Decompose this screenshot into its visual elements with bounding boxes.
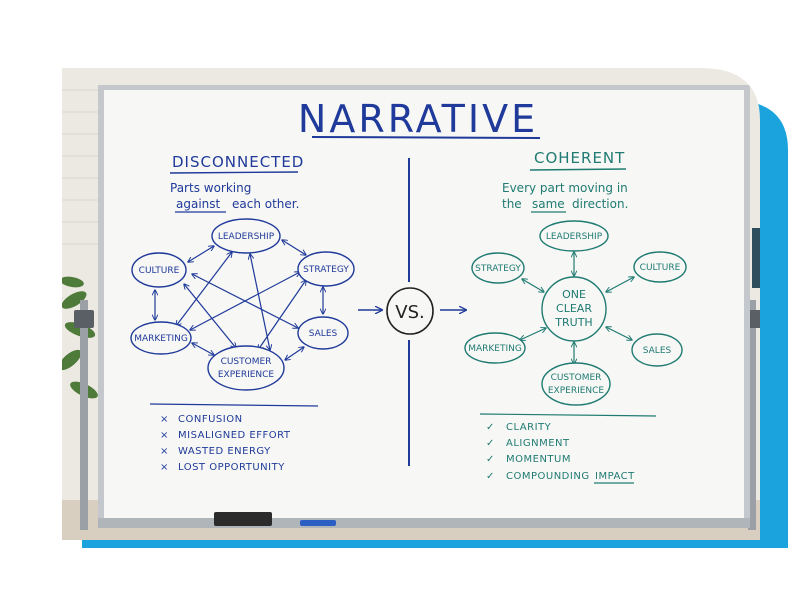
arrow-truth-culture	[606, 277, 634, 292]
left-label-marketing: MARKETING	[134, 334, 188, 344]
left-heading-underline	[169, 171, 299, 174]
arrow-culture-leadership	[188, 246, 214, 262]
arrow-culture-customer	[184, 284, 236, 348]
right-label-culture: CULTURE	[640, 263, 681, 273]
left-label-sales: SALES	[309, 329, 338, 339]
left-list-item: MISALIGNED EFFORT	[178, 430, 291, 441]
right-label-leadership: LEADERSHIP	[546, 232, 603, 242]
right-label-strategy: STRATEGY	[475, 264, 521, 274]
right-subtitle-2-rest: direction.	[572, 197, 628, 211]
right-subtitle-2-pre: the	[502, 197, 522, 211]
right-node-sales	[631, 333, 683, 367]
right-node-culture	[633, 251, 687, 283]
right-list-marker: ✓	[486, 422, 495, 433]
left-list-item: LOST OPPORTUNITY	[178, 462, 285, 473]
left-label-leadership: LEADERSHIP	[218, 232, 275, 242]
left-subtitle-2-emph: against	[176, 197, 221, 211]
left-subtitle-2-rest: each other.	[232, 197, 299, 211]
left-list-marker: ×	[160, 446, 169, 457]
left-node-marketing	[130, 321, 192, 355]
left-heading: DISCONNECTED	[172, 153, 304, 171]
right-heading: COHERENT	[534, 149, 625, 167]
vs-circle	[386, 287, 434, 335]
left-list-marker: ×	[160, 430, 169, 441]
left-node-culture	[131, 252, 187, 288]
right-list-marker: ✓	[486, 438, 495, 449]
left-node-leadership	[211, 218, 281, 254]
left-list-item: CONFUSION	[178, 414, 243, 425]
right-list-item: ALIGNMENT	[506, 438, 570, 449]
stand-left	[80, 300, 88, 530]
right-list-marker: ✓	[486, 454, 495, 465]
left-label-culture: CULTURE	[139, 266, 180, 276]
right-label-sales: SALES	[643, 346, 672, 356]
arrow-leadership-strategy	[282, 240, 306, 255]
arrow-truth-sales	[606, 327, 632, 340]
marker-pen	[300, 520, 336, 526]
arrow-strategy-customer	[258, 280, 306, 350]
left-label-strategy: STRATEGY	[303, 265, 349, 275]
left-label-customer-2: EXPERIENCE	[218, 370, 275, 380]
wall-art	[752, 228, 760, 288]
right-node-marketing	[464, 332, 526, 364]
right-list-item: MOMENTUM	[506, 454, 571, 465]
right-list-rule	[479, 413, 657, 417]
left-list-marker: ×	[160, 462, 169, 473]
right-subtitle-1: Every part moving in	[502, 181, 628, 195]
left-node-sales	[297, 316, 349, 350]
left-list-rule	[149, 403, 319, 407]
right-label-customer-2: EXPERIENCE	[548, 386, 605, 396]
left-list-marker: ×	[160, 414, 169, 425]
eraser	[214, 512, 272, 526]
right-heading-underline	[529, 168, 627, 171]
right-label-customer-1: CUSTOMER	[551, 373, 602, 383]
board-title: NARRATIVE	[298, 97, 538, 141]
arrow-truth-marketing	[520, 328, 546, 340]
right-label-marketing: MARKETING	[468, 344, 522, 354]
right-center-truth	[541, 276, 607, 342]
arrow-truth-strategy	[522, 279, 544, 292]
right-center-line1: ONE	[562, 288, 586, 301]
left-node-customer	[207, 345, 285, 391]
right-center-line3: TRUTH	[554, 316, 592, 329]
vs-label: VS.	[395, 302, 424, 323]
right-list-item: CLARITY	[506, 422, 552, 433]
left-list-item: WASTED ENERGY	[178, 446, 271, 457]
right-subtitle-2-emph: same	[532, 197, 565, 211]
right-list-marker: ✓	[486, 471, 495, 482]
right-node-customer	[541, 362, 611, 406]
stand-right	[748, 300, 756, 530]
left-subtitle-1: Parts working	[170, 181, 251, 195]
right-list-item: COMPOUNDING	[506, 471, 590, 482]
title-underline	[311, 136, 541, 139]
left-node-strategy	[297, 251, 355, 287]
right-list-item-emph: IMPACT	[595, 471, 635, 482]
left-label-customer-1: CUSTOMER	[221, 357, 272, 367]
right-node-leadership	[539, 220, 609, 252]
marker-tray	[98, 518, 750, 528]
right-node-strategy	[471, 252, 525, 284]
right-center-line2: CLEAR	[556, 302, 592, 315]
